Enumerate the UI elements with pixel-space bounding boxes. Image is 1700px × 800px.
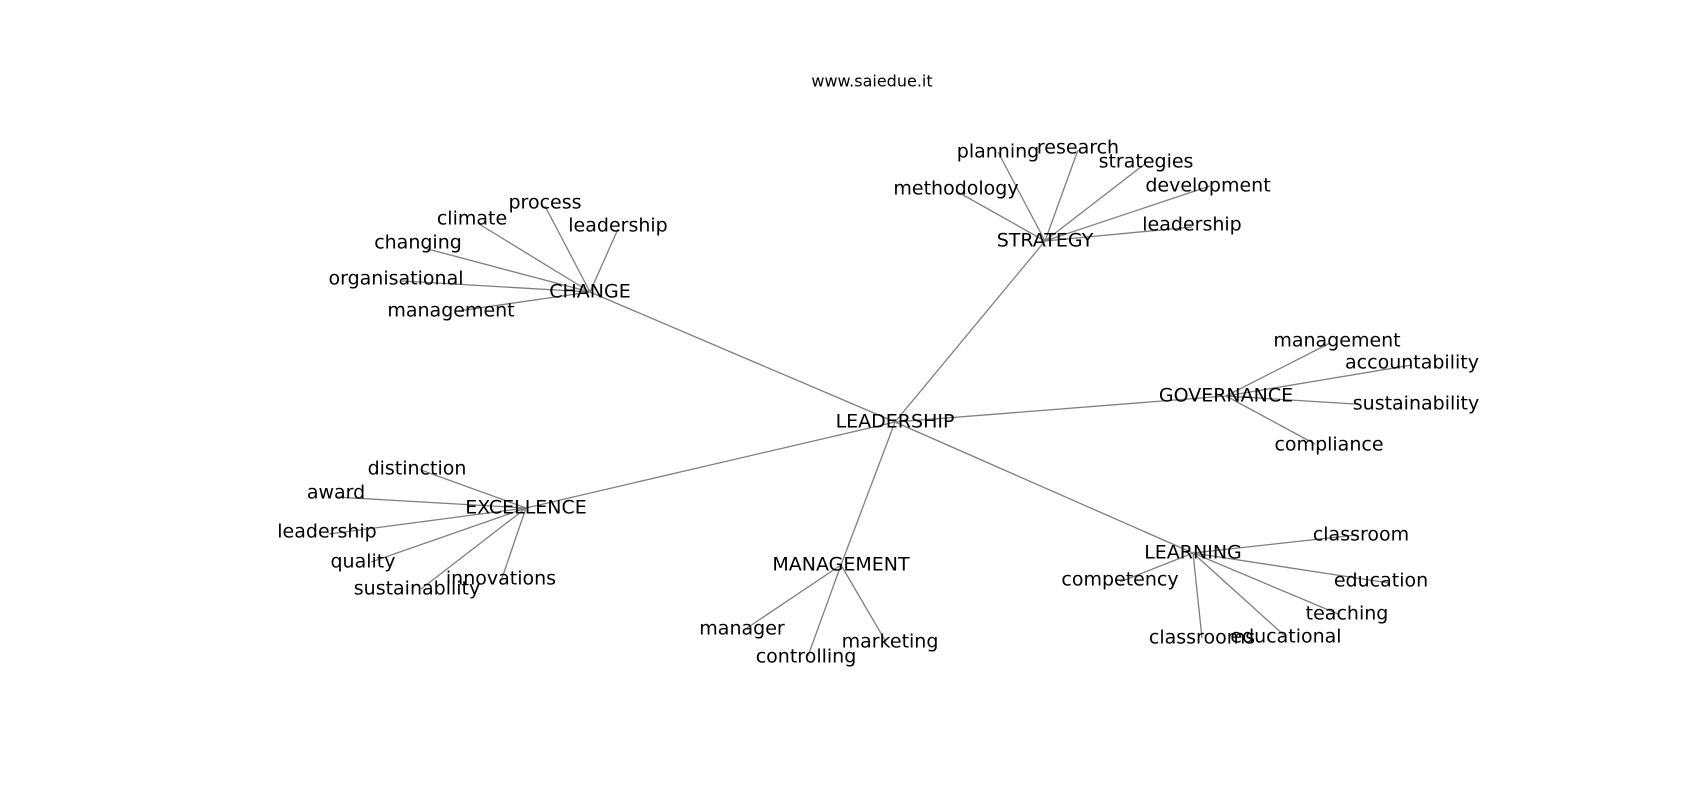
branch-node-management: MANAGEMENT xyxy=(772,554,910,576)
leaf-node-excellence: leadership xyxy=(277,521,376,543)
leaf-node-management: marketing xyxy=(842,631,939,653)
branch-node-learning: LEARNING xyxy=(1144,542,1242,564)
branch-node-excellence: EXCELLENCE xyxy=(465,497,587,519)
leaf-node-governance: sustainability xyxy=(1353,393,1480,415)
edge-center-to-learning xyxy=(894,421,1194,554)
leaf-node-excellence: award xyxy=(307,482,365,504)
leaf-node-management: controlling xyxy=(756,646,857,668)
edge-learning-leaf xyxy=(1119,552,1194,583)
edge-management-leaf xyxy=(746,564,842,629)
edge-excellence-leaf xyxy=(370,507,527,563)
edge-strategy-leaf xyxy=(1044,185,1211,242)
leaf-node-governance: management xyxy=(1273,330,1400,352)
leaf-node-change: changing xyxy=(374,232,462,254)
edge-strategy-leaf xyxy=(1044,226,1193,242)
branch-node-governance: GOVERNANCE xyxy=(1159,385,1293,407)
leaf-node-strategy: methodology xyxy=(893,178,1018,200)
leaf-node-governance: accountability xyxy=(1345,352,1479,374)
edge-governance-leaf xyxy=(1225,395,1356,405)
edge-learning-leaf xyxy=(1192,534,1357,554)
edge-center-to-governance xyxy=(894,395,1227,423)
edges-layer xyxy=(328,149,1413,657)
edge-learning-leaf xyxy=(1192,552,1287,638)
edge-excellence-leaf xyxy=(420,469,527,509)
leaf-node-change: management xyxy=(387,300,514,322)
leaf-node-learning: classroom xyxy=(1313,524,1409,546)
branch-node-strategy: STRATEGY xyxy=(997,230,1094,252)
leaf-node-change: leadership xyxy=(568,215,667,237)
edge-learning-leaf xyxy=(1192,552,1339,615)
source-label: www.saiedue.it xyxy=(811,72,932,91)
leaf-node-strategy: development xyxy=(1145,175,1270,197)
edge-change-leaf xyxy=(589,228,619,293)
edge-management-leaf xyxy=(807,564,842,657)
leaf-node-management: manager xyxy=(699,618,785,640)
leaf-node-excellence: distinction xyxy=(368,458,467,480)
edge-strategy-leaf xyxy=(955,190,1046,242)
branches-layer: CHANGEprocessleadershipclimatechangingor… xyxy=(277,137,1479,668)
edge-center-to-excellence xyxy=(525,421,896,509)
leaf-node-learning: teaching xyxy=(1306,603,1389,625)
edge-strategy-leaf xyxy=(1044,162,1147,242)
branch-node-change: CHANGE xyxy=(549,281,631,303)
leaf-node-strategy: research xyxy=(1037,137,1119,159)
edge-strategy-leaf xyxy=(997,151,1046,242)
edge-excellence-leaf xyxy=(500,507,527,582)
leaf-node-strategy: leadership xyxy=(1142,214,1241,236)
edge-change-leaf xyxy=(457,291,591,312)
edge-excellence-leaf xyxy=(420,507,527,590)
edge-governance-leaf xyxy=(1225,342,1331,397)
leaf-node-learning: education xyxy=(1334,570,1428,592)
edge-center-to-strategy xyxy=(894,240,1046,423)
leaf-node-change: climate xyxy=(437,208,507,230)
edge-center-to-management xyxy=(840,421,896,566)
leaf-node-change: organisational xyxy=(329,268,464,290)
leaf-node-learning: classrooms xyxy=(1149,627,1255,649)
leaf-node-governance: compliance xyxy=(1274,434,1383,456)
edge-center-to-change xyxy=(589,291,896,423)
edge-change-leaf xyxy=(401,280,591,293)
edge-governance-leaf xyxy=(1225,395,1316,445)
center-node-label: LEADERSHIP xyxy=(836,411,955,433)
edge-learning-leaf xyxy=(1192,552,1203,639)
edge-change-leaf xyxy=(478,223,591,293)
leaf-node-strategy: strategies xyxy=(1099,151,1194,173)
edge-learning-leaf xyxy=(1192,552,1390,584)
edge-management-leaf xyxy=(840,564,887,643)
leaf-node-change: process xyxy=(508,192,581,214)
leaf-node-learning: competency xyxy=(1061,569,1178,591)
leaf-node-excellence: sustainability xyxy=(354,578,481,600)
edge-excellence-leaf xyxy=(335,496,527,509)
edge-change-leaf xyxy=(544,205,591,293)
edge-excellence-leaf xyxy=(328,507,527,535)
leaf-node-excellence: quality xyxy=(331,551,396,573)
edge-strategy-leaf xyxy=(1044,149,1079,242)
leaf-node-learning: educational xyxy=(1230,626,1341,648)
leaf-node-strategy: planning xyxy=(957,141,1039,163)
edge-change-leaf xyxy=(423,247,591,293)
edge-governance-leaf xyxy=(1225,364,1413,397)
leaf-node-excellence: innovations xyxy=(446,568,556,590)
